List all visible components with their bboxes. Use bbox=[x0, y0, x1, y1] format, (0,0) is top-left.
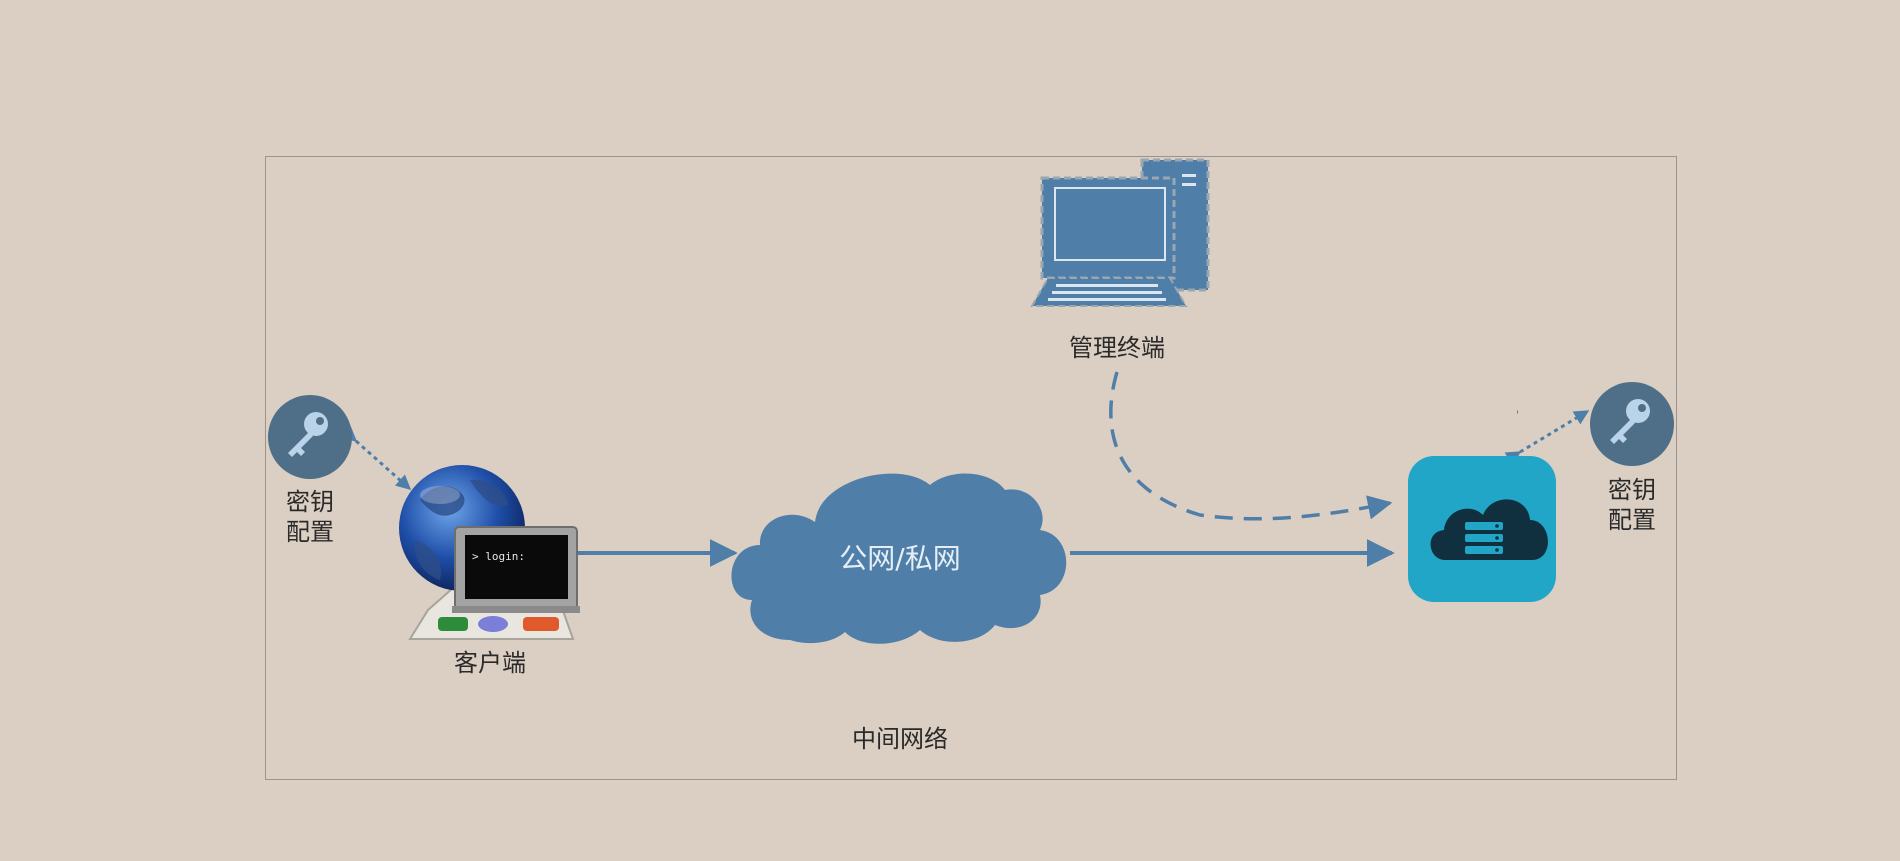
client-label: 客户端 bbox=[454, 649, 526, 677]
globe-laptop-icon bbox=[399, 465, 580, 640]
right-key-config-line2: 配置 bbox=[1608, 506, 1656, 534]
left-key-config-label: 密钥 配置 bbox=[270, 487, 350, 547]
cloud-icon bbox=[731, 473, 1067, 644]
server-right-key-link bbox=[1504, 409, 1590, 466]
right-key-config-line1: 密钥 bbox=[1608, 476, 1656, 504]
diagram-frame bbox=[265, 156, 1677, 780]
network-cloud-label: 公网/私网 bbox=[839, 542, 961, 575]
left-key-config-line1: 密钥 bbox=[286, 488, 334, 516]
left-key-config-line2: 配置 bbox=[286, 518, 334, 546]
admin-terminal-label: 管理终端 bbox=[1069, 334, 1165, 362]
cloud-server-icon bbox=[1408, 456, 1556, 602]
terminal-prompt: > login: bbox=[472, 550, 525, 563]
right-key-config-label: 密钥 配置 bbox=[1592, 475, 1672, 535]
key-icon bbox=[268, 395, 352, 479]
key-icon bbox=[1590, 382, 1674, 466]
intermediate-network-label: 中间网络 bbox=[852, 725, 948, 753]
admin-to-server-dashed-arrow bbox=[1109, 371, 1393, 521]
desktop-computer-icon bbox=[1030, 158, 1210, 307]
left-key-client-link bbox=[340, 426, 412, 491]
